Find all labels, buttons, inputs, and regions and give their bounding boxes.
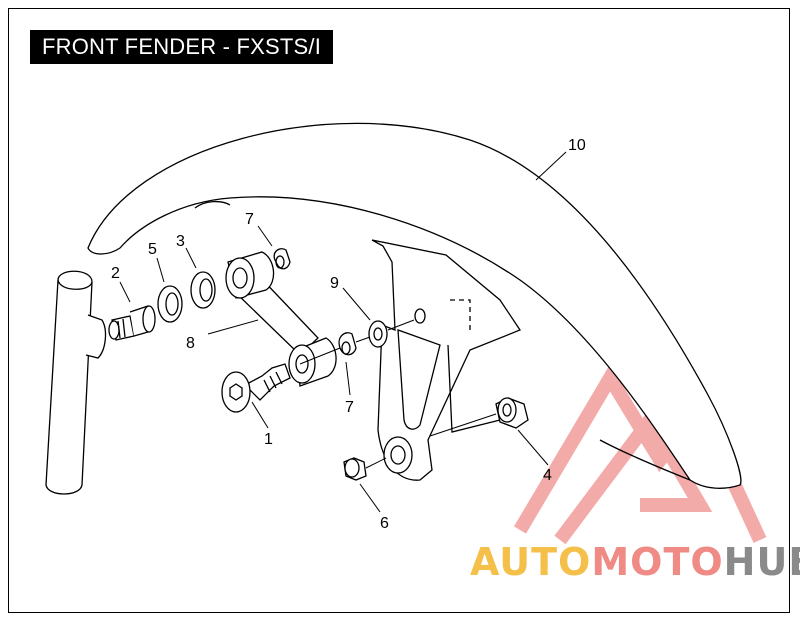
washer-part-3	[190, 271, 216, 309]
watermark-text-hub: HUB	[723, 540, 800, 584]
fender-link-part-8	[225, 251, 337, 387]
fork-tube	[45, 270, 107, 495]
assembly-axis-lines	[299, 319, 497, 469]
callout-2: 2	[111, 265, 120, 282]
washer-part-9	[368, 320, 388, 348]
clip-part-7-lower	[338, 332, 357, 356]
diagram-title: FRONT FENDER - FXSTS/I	[30, 30, 334, 64]
callout-3: 3	[176, 233, 185, 250]
clip-part-7-upper	[273, 248, 291, 270]
callout-labels: 1 2 3 4 5 6 7 7 8 9 10	[111, 137, 586, 532]
callout-1: 1	[264, 431, 273, 448]
callout-7-upper: 7	[245, 211, 254, 228]
callout-5: 5	[148, 241, 157, 258]
callout-7-lower: 7	[345, 399, 354, 416]
fender	[87, 122, 742, 489]
callout-6: 6	[380, 515, 389, 532]
stud-part-2	[108, 305, 156, 341]
callout-4: 4	[543, 467, 552, 484]
nut-part-4	[495, 397, 529, 429]
callout-10: 10	[568, 137, 586, 154]
fender-bracket	[371, 239, 521, 481]
callout-8: 8	[186, 335, 195, 352]
nut-part-6	[343, 457, 367, 481]
watermark-text-auto: AUTO	[470, 540, 592, 584]
diagram-frame	[8, 8, 790, 613]
watermark-text-moto: MOTO	[591, 540, 724, 584]
watermark-text: AUTOMOTOHUB	[470, 540, 800, 584]
bolt-part-1	[221, 363, 291, 413]
leader-lines	[119, 151, 567, 513]
callout-9: 9	[330, 275, 339, 292]
spacer-part-5	[157, 285, 183, 323]
